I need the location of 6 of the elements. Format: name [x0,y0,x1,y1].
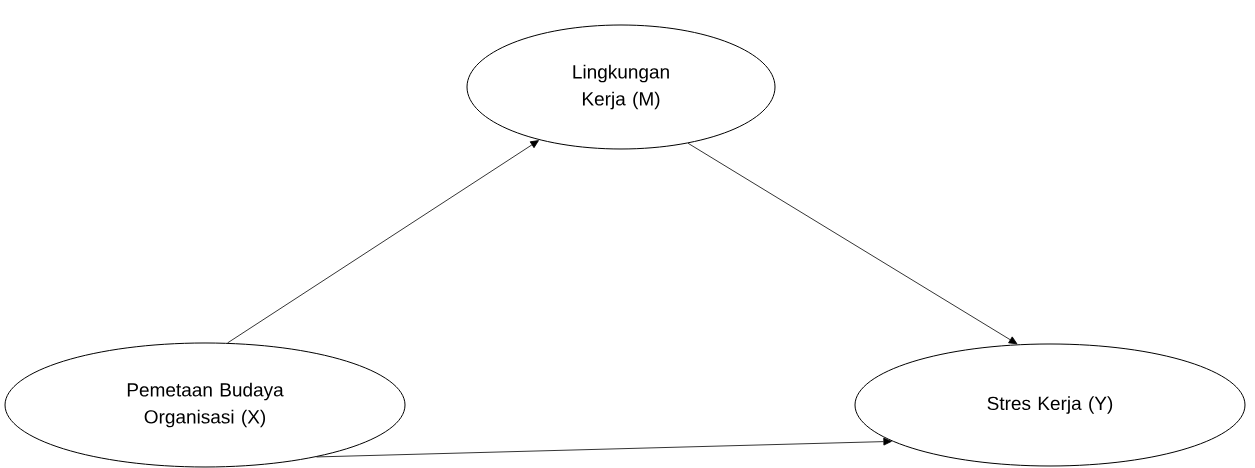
ellipse-node: Stres Kerja (Y) [854,343,1246,467]
ellipse-node: Lingkungan Kerja (M) [466,24,776,150]
arrow [687,142,1018,345]
ellipse-node: Pemetaan Budaya Organisasi (X) [4,342,406,468]
arrow [227,140,539,344]
arrow [316,437,892,458]
